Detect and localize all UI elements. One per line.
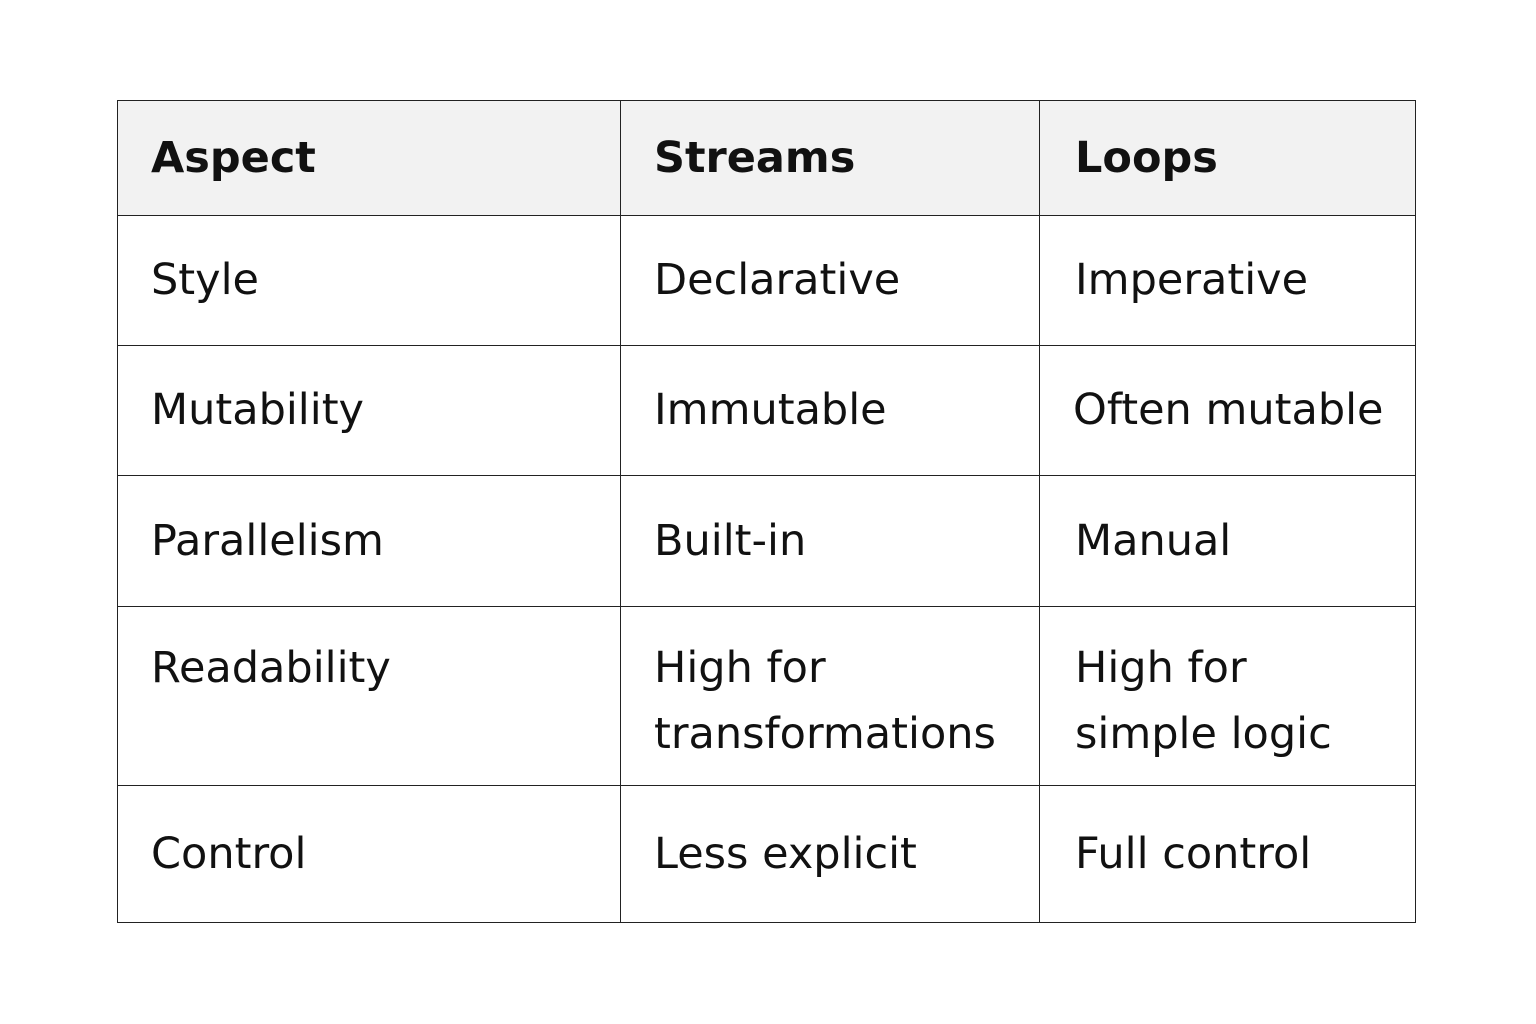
- table-row: Control Less explicit Full control: [117, 785, 1416, 923]
- cell-streams: Immutable: [620, 345, 1040, 476]
- cell-loops: Full control: [1039, 785, 1416, 923]
- cell-loops: High for simple logic: [1039, 606, 1416, 786]
- cell-loops: Imperative: [1039, 215, 1416, 346]
- cell-loops: Manual: [1039, 475, 1416, 607]
- cell-loops: Often mutable: [1039, 345, 1416, 476]
- cell-aspect: Readability: [117, 606, 621, 786]
- table-row: Mutability Immutable Often mutable: [117, 345, 1416, 476]
- header-streams: Streams: [620, 100, 1040, 216]
- cell-aspect: Style: [117, 215, 621, 346]
- cell-streams: Declarative: [620, 215, 1040, 346]
- table-row: Parallelism Built-in Manual: [117, 475, 1416, 607]
- cell-aspect: Control: [117, 785, 621, 923]
- table-row: Readability High for transformations Hig…: [117, 606, 1416, 786]
- cell-streams: Less explicit: [620, 785, 1040, 923]
- header-row: Aspect Streams Loops: [117, 100, 1416, 216]
- cell-aspect: Parallelism: [117, 475, 621, 607]
- comparison-table: Aspect Streams Loops Style Declarative I…: [117, 100, 1416, 923]
- header-aspect: Aspect: [117, 100, 621, 216]
- header-loops: Loops: [1039, 100, 1416, 216]
- cell-aspect: Mutability: [117, 345, 621, 476]
- table-row: Style Declarative Imperative: [117, 215, 1416, 346]
- cell-streams: High for transformations: [620, 606, 1040, 786]
- cell-streams: Built-in: [620, 475, 1040, 607]
